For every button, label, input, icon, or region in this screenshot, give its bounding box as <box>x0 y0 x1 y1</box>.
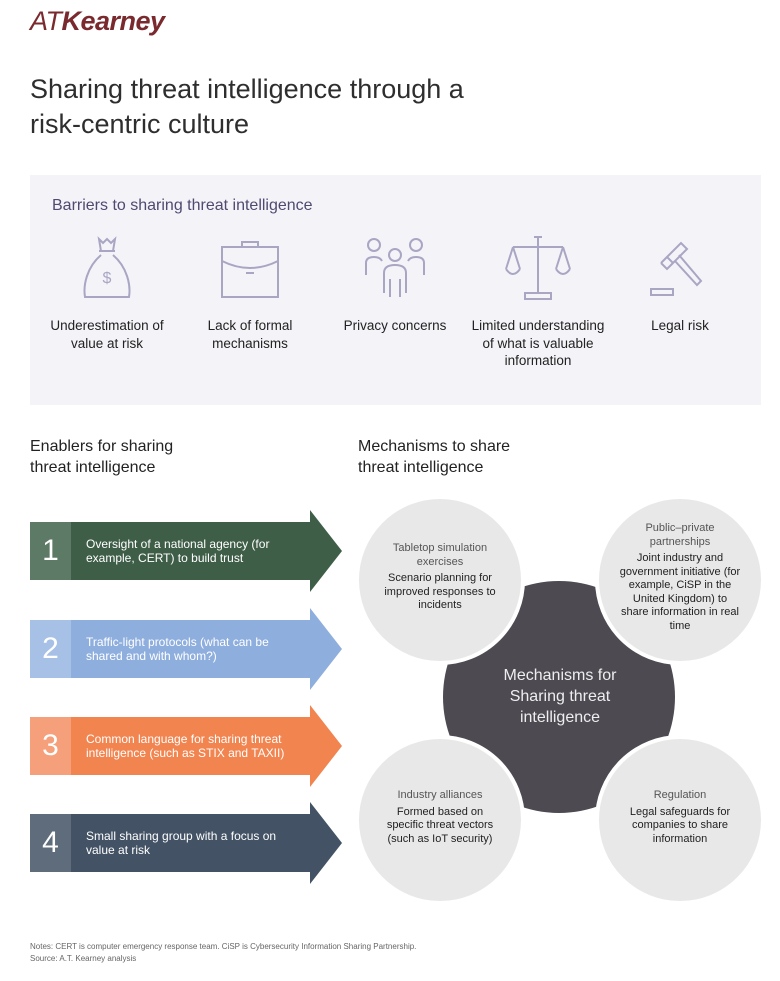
enabler-text: Oversight of a national agency (for exam… <box>86 537 270 565</box>
barrier-label: Privacy concerns <box>343 318 447 333</box>
mechanism-circle <box>595 735 765 905</box>
page-title: Sharing threat intelligence through a ri… <box>30 74 464 139</box>
mechanism-title: Regulation <box>653 789 707 801</box>
enabler-number: 3 <box>42 729 59 762</box>
barrier-item: Limited understanding of what is valuabl… <box>468 235 608 370</box>
enabler-text: Small sharing group with a focus on valu… <box>86 829 277 857</box>
notes-line: Notes: CERT is computer emergency respon… <box>30 942 417 951</box>
barrier-item: $ Underestimation of value at risk <box>37 235 177 352</box>
mechanism-desc: Formed based on specific threat vectors … <box>386 805 494 845</box>
scales-icon <box>505 236 571 300</box>
barriers-heading: Barriers to sharing threat intelligence <box>52 197 313 214</box>
logo-name: Kearney <box>61 6 166 36</box>
enabler-arrow-4: 4 Small sharing group with a focus on va… <box>30 802 342 884</box>
enabler-arrow-2: 2 Traffic-light protocols (what can be s… <box>30 608 342 690</box>
enablers-heading: Enablers for sharing threat intelligence <box>30 438 174 476</box>
barrier-item: Lack of formal mechanisms <box>180 235 320 352</box>
barrier-label: Legal risk <box>651 318 709 333</box>
enabler-text: Traffic-light protocols (what can be sha… <box>86 635 269 663</box>
barrier-label: Lack of formal mechanisms <box>207 318 293 351</box>
gavel-icon <box>650 241 703 296</box>
people-group-icon <box>365 238 425 297</box>
barrier-label: Limited understanding of what is valuabl… <box>471 318 605 368</box>
mechanism-circle <box>355 735 525 905</box>
brand-logo: ATKearney <box>30 6 165 37</box>
enabler-text: Common language for sharing threat intel… <box>86 732 285 760</box>
enabler-number: 2 <box>42 632 59 665</box>
mechanism-circle <box>355 495 525 665</box>
mechanism-desc: Scenario planning for improved responses… <box>384 572 496 611</box>
svg-text:$: $ <box>103 270 112 287</box>
barrier-label: Underestimation of value at risk <box>50 318 164 351</box>
source-line: Source: A.T. Kearney analysis <box>30 954 137 963</box>
mechanisms-heading: Mechanisms to share threat intelligence <box>358 438 511 476</box>
mechanism-title: Industry alliances <box>397 789 483 801</box>
enabler-number: 4 <box>42 826 59 859</box>
briefcase-icon <box>221 241 279 298</box>
center-label: Mechanisms for Sharing threat intelligen… <box>503 667 617 726</box>
barriers-panel: Barriers to sharing threat intelligence … <box>30 175 761 405</box>
enabler-arrow-1: 1 Oversight of a national agency (for ex… <box>30 510 342 592</box>
money-bag-icon: $ <box>83 236 131 298</box>
mechanism-desc: Joint industry and government initiative… <box>619 552 741 632</box>
footnotes: Notes: CERT is computer emergency respon… <box>30 941 416 965</box>
barrier-item: Legal risk <box>610 235 750 335</box>
enabler-number: 1 <box>42 534 59 567</box>
enabler-arrow-3: 3 Common language for sharing threat int… <box>30 705 342 787</box>
logo-prefix: AT <box>30 6 62 36</box>
mechanism-circle <box>595 495 765 665</box>
mechanism-desc: Legal safeguards for companies to share … <box>629 805 731 845</box>
barrier-item: Privacy concerns <box>325 235 465 335</box>
mechanism-title: Tabletop simulation exercises <box>392 542 488 568</box>
mechanism-title: Public–private partnerships <box>645 522 715 548</box>
